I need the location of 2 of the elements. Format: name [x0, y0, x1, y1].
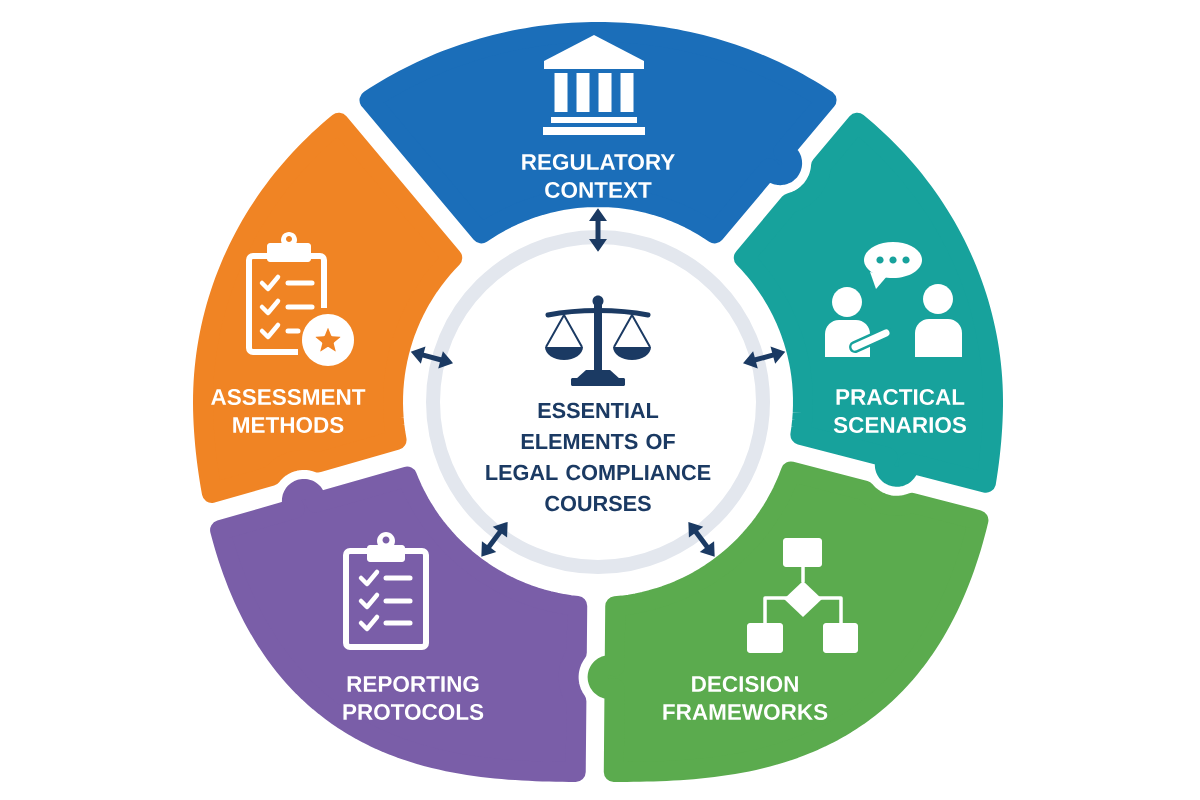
ring-segment: REGULATORY CONTEXT — [359, 22, 837, 244]
ring-segment: ASSESSMENT METHODS — [193, 112, 463, 503]
